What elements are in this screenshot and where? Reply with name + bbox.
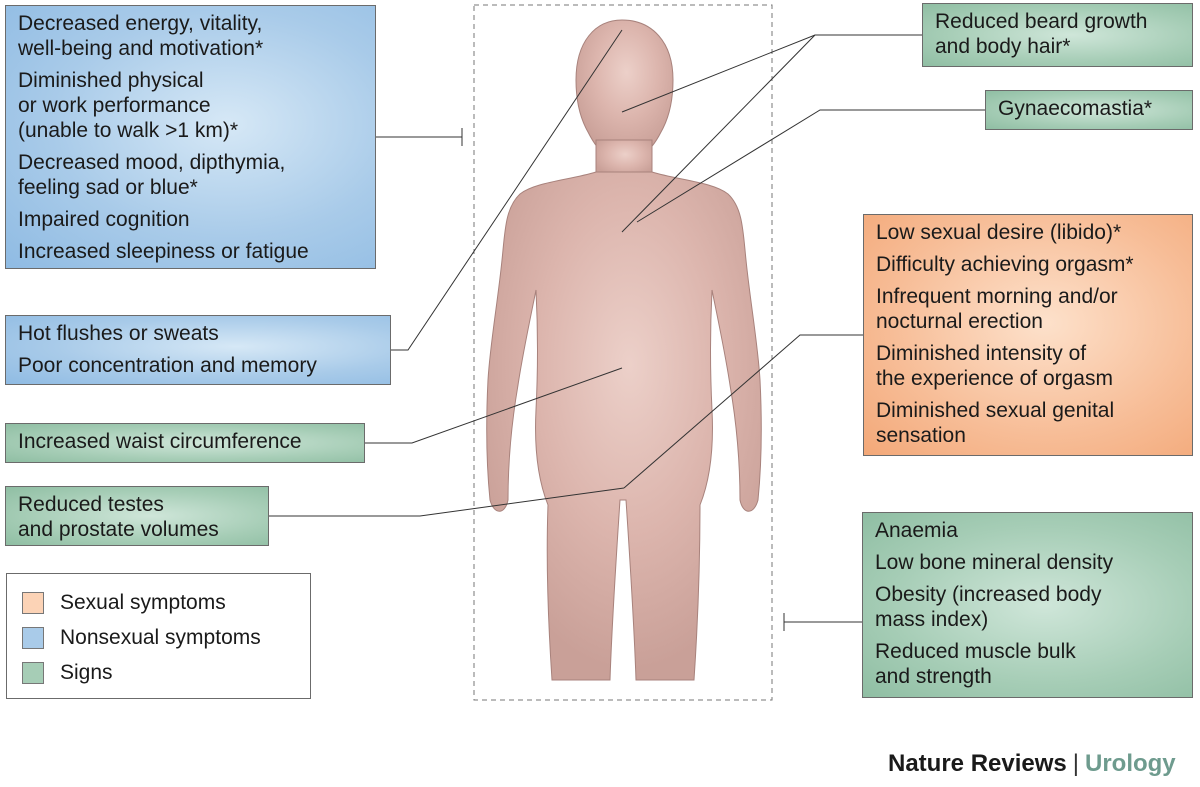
nonsexual-symptoms-box: Decreased energy, vitality, well-being a… — [5, 5, 376, 269]
symptom-item: Diminished intensity of the experience o… — [876, 342, 1113, 390]
symptom-item: Reduced beard growth and body hair* — [935, 10, 1148, 58]
symptom-item: Decreased energy, vitality, well-being a… — [18, 12, 264, 60]
waist-circumference-box: Increased waist circumference — [5, 423, 365, 463]
symptom-item: Increased sleepiness or fatigue — [18, 240, 309, 263]
legend: Sexual symptoms Nonsexual symptoms Signs — [6, 573, 311, 699]
legend-label: Nonsexual symptoms — [60, 625, 261, 649]
symptom-item: Increased waist circumference — [18, 430, 302, 453]
legend-item-signs: Signs — [22, 655, 310, 690]
testes-prostate-box: Reduced testes and prostate volumes — [5, 486, 269, 546]
legend-item-sexual: Sexual symptoms — [22, 585, 310, 620]
symptom-item: Infrequent morning and/or nocturnal erec… — [876, 285, 1118, 333]
symptom-item: Reduced muscle bulk and strength — [875, 640, 1076, 688]
legend-swatch-sexual — [22, 591, 44, 614]
beard-growth-box: Reduced beard growth and body hair* — [922, 3, 1193, 67]
symptom-item: Difficulty achieving orgasm* — [876, 253, 1134, 276]
legend-label: Signs — [60, 660, 113, 684]
symptom-item: Diminished physical or work performance … — [18, 69, 239, 142]
gynaecomastia-box: Gynaecomastia* — [985, 90, 1193, 130]
credit-separator: | — [1072, 750, 1079, 777]
sexual-symptoms-box: Low sexual desire (libido)* Difficulty ac… — [863, 214, 1193, 456]
journal-credit: Nature Reviews|Urology — [888, 750, 1196, 778]
connector-lines — [269, 29, 985, 631]
symptom-item: Diminished sexual genital sensation — [876, 399, 1115, 447]
symptom-item: Low bone mineral density — [875, 551, 1114, 574]
journal-specialty: Urology — [1084, 750, 1176, 777]
symptom-item: Impaired cognition — [18, 208, 190, 231]
body-frame — [473, 4, 773, 701]
journal-name: Nature Reviews — [888, 750, 1067, 777]
symptom-item: Gynaecomastia* — [998, 97, 1153, 120]
symptom-item: Obesity (increased body mass index) — [875, 583, 1102, 631]
symptom-item: Poor concentration and memory — [18, 354, 317, 377]
legend-swatch-nonsexual — [22, 626, 44, 649]
legend-label: Sexual symptoms — [60, 590, 226, 614]
legend-swatch-signs — [22, 661, 44, 684]
symptom-item: Reduced testes and prostate volumes — [18, 493, 219, 541]
legend-item-nonsexual: Nonsexual symptoms — [22, 620, 310, 655]
symptom-item: Low sexual desire (libido)* — [876, 221, 1122, 244]
symptom-item: Hot flushes or sweats — [18, 322, 219, 345]
human-figure — [486, 19, 762, 681]
symptom-item: Decreased mood, dipthymia, feeling sad o… — [18, 151, 286, 199]
symptom-item: Anaemia — [875, 519, 958, 542]
